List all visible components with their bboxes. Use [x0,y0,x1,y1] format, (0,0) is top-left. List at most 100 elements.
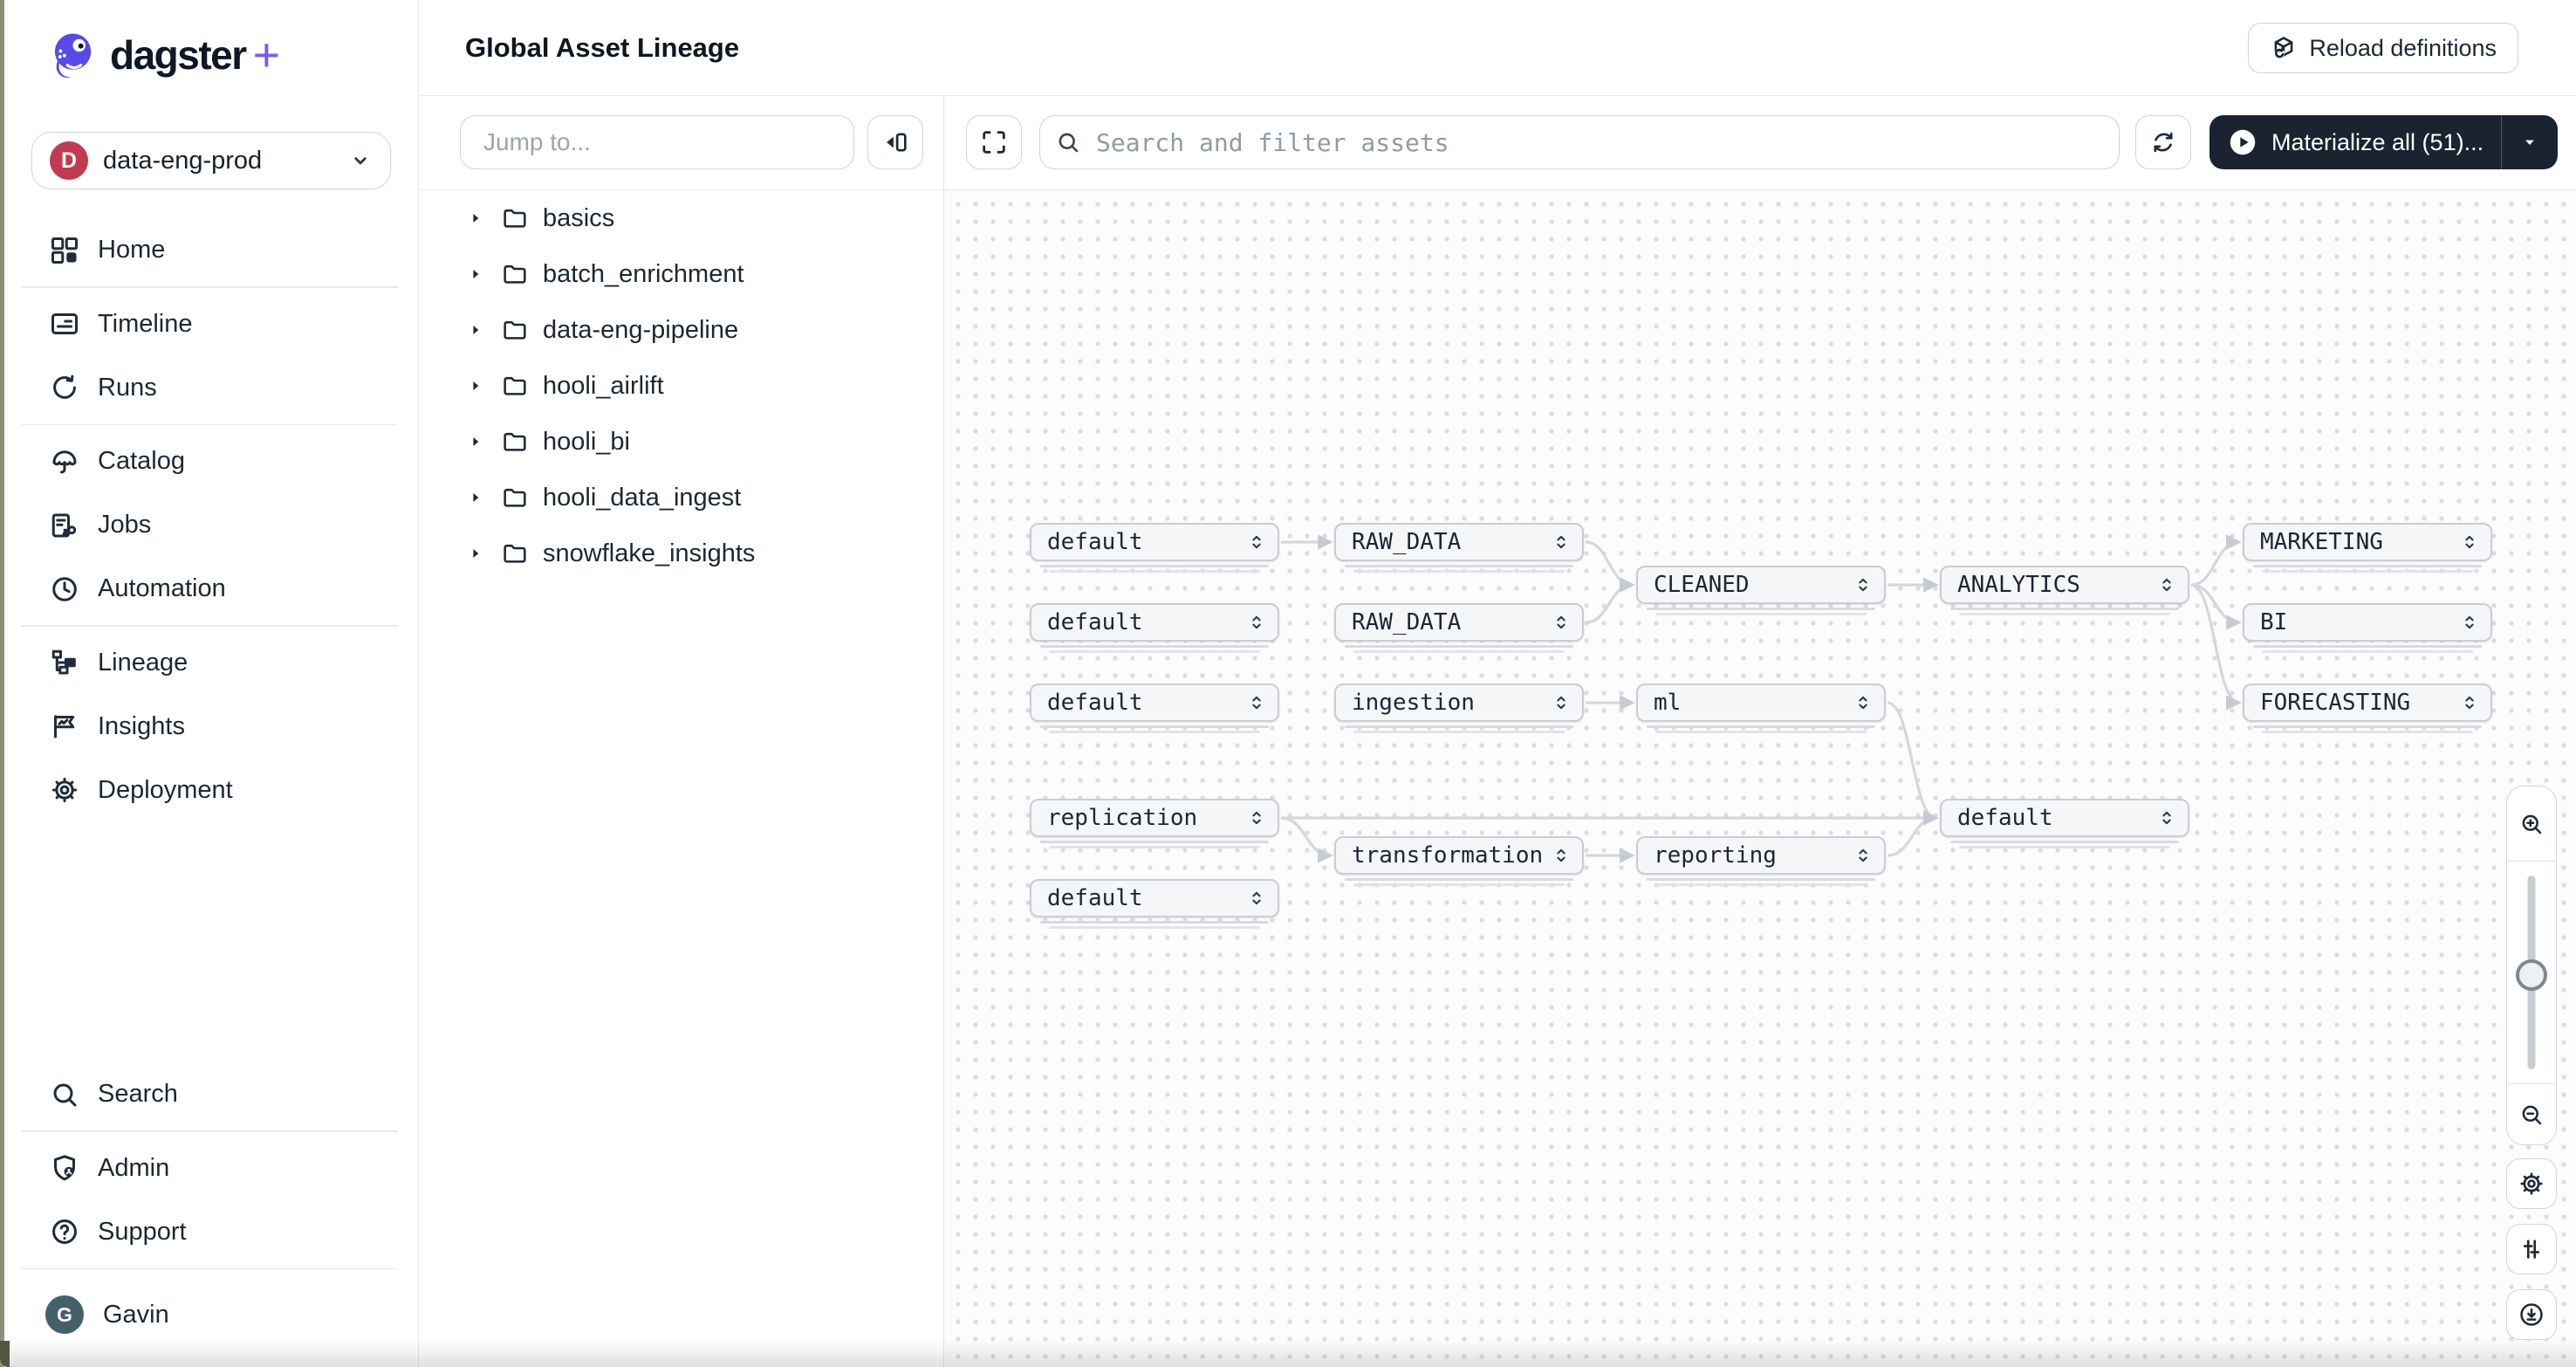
sidebar: dagster + D data-eng-prod Home Timeline … [0,0,419,1367]
collapse-panel-button[interactable] [867,115,923,169]
unfold-icon[interactable] [1853,845,1874,866]
graph-node-d2-ANALYTICS[interactable]: ANALYTICS [1940,566,2189,615]
graph-node-c6-reporting[interactable]: reporting [1636,836,1886,886]
search-icon [49,1079,80,1110]
sidebar-item-deployment[interactable]: Deployment [0,759,419,822]
materialize-dropdown-toggle[interactable] [2501,115,2558,169]
sidebar-item-jobs[interactable]: Jobs [0,493,419,557]
fullscreen-button[interactable] [966,115,1022,169]
unfold-icon[interactable] [2459,692,2480,713]
caret-right-icon[interactable] [466,209,485,228]
graph-node-a3-default[interactable]: default [1030,603,1279,653]
tree-item-batch-enrichment[interactable]: batch_enrichment [419,246,943,302]
graph-node-d5-default[interactable]: default [1940,799,2189,848]
sidebar-item-automation[interactable]: Automation [0,557,419,621]
brand-text: dagster [110,32,247,78]
folder-icon [504,320,526,340]
reload-cube-icon [2275,37,2293,58]
graph-node-a7-default[interactable]: default [1030,879,1279,929]
lineage-edge-c4-d5 [1887,701,1939,826]
layout-options-button[interactable] [2506,1224,2557,1274]
caret-right-icon[interactable] [466,544,485,563]
catalog-icon [49,446,80,477]
caret-right-icon[interactable] [466,432,485,451]
unfold-icon[interactable] [1551,532,1572,553]
user-menu[interactable]: G Gavin [0,1280,419,1350]
folder-icon [504,376,526,395]
grid-icon [49,235,80,266]
caret-right-icon[interactable] [466,264,485,284]
materialize-all-main[interactable]: Materialize all (51)... [2209,115,2501,169]
unfold-icon[interactable] [2459,612,2480,633]
sidebar-item-catalog[interactable]: Catalog [0,429,419,493]
unfold-icon[interactable] [1246,612,1267,633]
unfold-icon[interactable] [1853,692,1874,713]
workspace-switcher[interactable]: D data-eng-prod [31,132,391,189]
unfold-icon[interactable] [1246,807,1267,828]
materialize-all-label: Materialize all (51)... [2271,128,2484,155]
caret-right-icon[interactable] [466,488,485,507]
folder-icon [504,432,526,451]
unfold-icon[interactable] [2459,532,2480,553]
graph-node-e3-BI[interactable]: BI [2243,603,2492,653]
unfold-icon[interactable] [1246,692,1267,713]
tree-item-snowflake-insights[interactable]: snowflake_insights [419,526,943,581]
unfold-icon[interactable] [1246,532,1267,553]
tree-item-data-eng-pipeline[interactable]: data-eng-pipeline [419,302,943,358]
unfold-icon[interactable] [1551,612,1572,633]
graph-node-b6-transformation[interactable]: transformation [1334,836,1584,886]
reload-definitions-button[interactable]: Reload definitions [2248,23,2518,73]
download-button[interactable] [2506,1289,2557,1340]
gear-icon [2520,1172,2543,1195]
graph-node-c4-ml[interactable]: ml [1636,684,1886,733]
graph-node-a1-default[interactable]: default [1030,523,1279,573]
caret-right-icon[interactable] [466,376,485,395]
zoom-in-button[interactable] [2507,787,2556,862]
sidebar-item-admin[interactable]: Admin [0,1137,419,1200]
zoom-slider-handle[interactable] [2516,959,2547,991]
refresh-button[interactable] [2135,115,2191,169]
graph-node-e4-FORECASTING[interactable]: FORECASTING [2243,684,2492,733]
graph-node-b1-RAW_DATA[interactable]: RAW_DATA [1334,523,1584,573]
sidebar-item-home[interactable]: Home [0,218,419,282]
tree-item-basics[interactable]: basics [419,190,943,246]
sidebar-item-insights[interactable]: Insights [0,695,419,759]
dagster-logo[interactable]: dagster + [44,28,280,82]
lineage-edge-c6-d5 [1887,810,1939,857]
unfold-icon[interactable] [2156,807,2177,828]
graph-node-b4-ingestion[interactable]: ingestion [1334,684,1584,733]
graph-node-c2-CLEANED[interactable]: CLEANED [1636,566,1886,615]
sidebar-item-runs[interactable]: Runs [0,356,419,420]
graph-settings-button[interactable] [2506,1158,2557,1209]
canvas-toolbar: Materialize all (51)... [944,96,2576,190]
lineage-canvas[interactable]: default RAW_DATA CLEANED ANALYTICS MARKE… [944,96,2576,1367]
tree-item-hooli-data-ingest[interactable]: hooli_data_ingest [419,470,943,526]
sidebar-item-timeline[interactable]: Timeline [0,292,419,356]
tree-item-hooli-airlift[interactable]: hooli_airlift [419,358,943,414]
graph-node-a4-default[interactable]: default [1030,684,1279,733]
asset-group-tree: basics batch_enrichment [419,190,943,581]
sidebar-item-lineage[interactable]: Lineage [0,631,419,695]
unfold-icon[interactable] [1551,845,1572,866]
unfold-icon[interactable] [2156,574,2177,595]
unfold-icon[interactable] [1551,692,1572,713]
asset-search-input[interactable] [1039,115,2120,169]
unfold-icon[interactable] [1246,888,1267,909]
asset-tree-panel: basics batch_enrichment [419,96,944,1367]
sidebar-bottom-nav: Search Admin Support [0,1062,419,1274]
caret-right-icon[interactable] [466,320,485,340]
zoom-out-button[interactable] [2507,1083,2556,1144]
user-name: Gavin [103,1300,169,1329]
graph-node-a5-replication[interactable]: replication [1030,799,1279,848]
tree-item-hooli-bi[interactable]: hooli_bi [419,414,943,470]
materialize-all-button[interactable]: Materialize all (51)... [2209,115,2558,169]
graph-node-e1-MARKETING[interactable]: MARKETING [2243,523,2492,573]
jump-to-input[interactable] [460,115,854,169]
sidebar-item-search[interactable]: Search [0,1062,419,1126]
sidebar-item-support[interactable]: Support [0,1200,419,1264]
unfold-icon[interactable] [1853,574,1874,595]
graph-node-b3-RAW_DATA[interactable]: RAW_DATA [1334,603,1584,653]
window-corner [0,1341,10,1367]
divider [21,625,398,627]
zoom-slider[interactable] [2507,862,2556,1083]
